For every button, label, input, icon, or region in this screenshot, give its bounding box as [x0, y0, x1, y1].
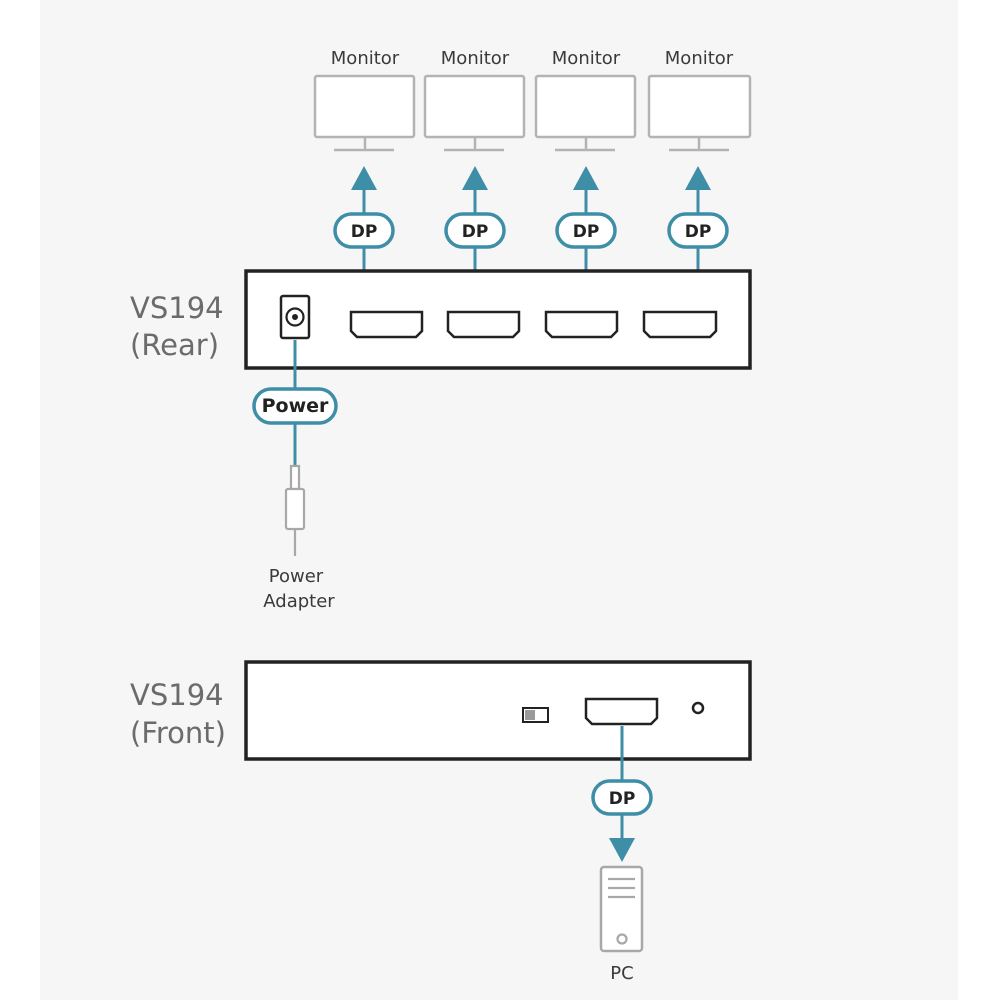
pc-tower-icon: [599, 865, 644, 953]
dp-cable-front: DP: [591, 726, 653, 862]
displayport-icon: [544, 310, 619, 339]
monitor-icon: [313, 74, 416, 152]
monitor-1: Monitor: [313, 48, 416, 152]
arrow-up-icon: [462, 166, 488, 190]
switch-icon: [522, 707, 549, 723]
monitor-icon: [647, 74, 752, 152]
dp-badge: [555, 212, 617, 249]
power-cable: Power: [252, 340, 338, 466]
dp-cable-1: DP: [333, 166, 395, 302]
arrow-up-icon: [351, 166, 377, 190]
diagram-panel: [40, 0, 958, 1000]
dp-badge: [667, 212, 729, 249]
front-device: [244, 660, 752, 761]
arrow-up-icon: [573, 166, 599, 190]
dp-badge: [444, 212, 506, 249]
dp-cable-2: DP: [444, 166, 506, 302]
dp-label: DP: [685, 222, 712, 242]
monitor-4: Monitor: [647, 48, 752, 152]
dp-label: DP: [351, 222, 378, 242]
power-adapter-icon: [284, 464, 306, 556]
monitor-3: Monitor: [534, 48, 637, 152]
rear-device-name: VS194: [130, 291, 224, 325]
dp-badge: [333, 212, 395, 249]
monitor-label: Monitor: [552, 48, 621, 69]
power-cable-label: Power: [262, 395, 329, 417]
dp-label: DP: [462, 222, 489, 242]
displayport-icon: [642, 310, 718, 339]
arrow-down-icon: [609, 838, 635, 862]
displayport-icon: [584, 697, 659, 726]
displayport-icon: [349, 310, 424, 339]
monitor-2: Monitor: [423, 48, 526, 152]
rear-device-label: VS194 (Rear): [130, 291, 224, 362]
dp-badge: [591, 779, 653, 816]
monitor-icon: [534, 74, 637, 152]
monitor-label: Monitor: [331, 48, 400, 69]
dp-label: DP: [573, 222, 600, 242]
front-device-body: [244, 660, 752, 761]
front-device-side: (Front): [130, 716, 226, 750]
led-icon: [691, 701, 705, 715]
dp-cable-3: DP: [555, 166, 617, 302]
displayport-icon: [446, 310, 521, 339]
dp-label: DP: [609, 789, 636, 809]
power-badge: [252, 387, 338, 425]
rear-device: [244, 269, 752, 370]
rear-device-side: (Rear): [130, 328, 219, 362]
front-device-label: VS194 (Front): [130, 678, 226, 750]
power-adapter-label-line2: Adapter: [263, 591, 335, 612]
power-jack-icon: [279, 294, 311, 340]
monitor-label: Monitor: [665, 48, 734, 69]
monitor-icon: [423, 74, 526, 152]
arrow-up-icon: [685, 166, 711, 190]
dp-cable-4: DP: [667, 166, 729, 302]
front-device-name: VS194: [130, 678, 224, 712]
pc-label: PC: [610, 963, 633, 984]
power-adapter-label-line1: Power: [269, 566, 324, 587]
monitor-label: Monitor: [441, 48, 510, 69]
